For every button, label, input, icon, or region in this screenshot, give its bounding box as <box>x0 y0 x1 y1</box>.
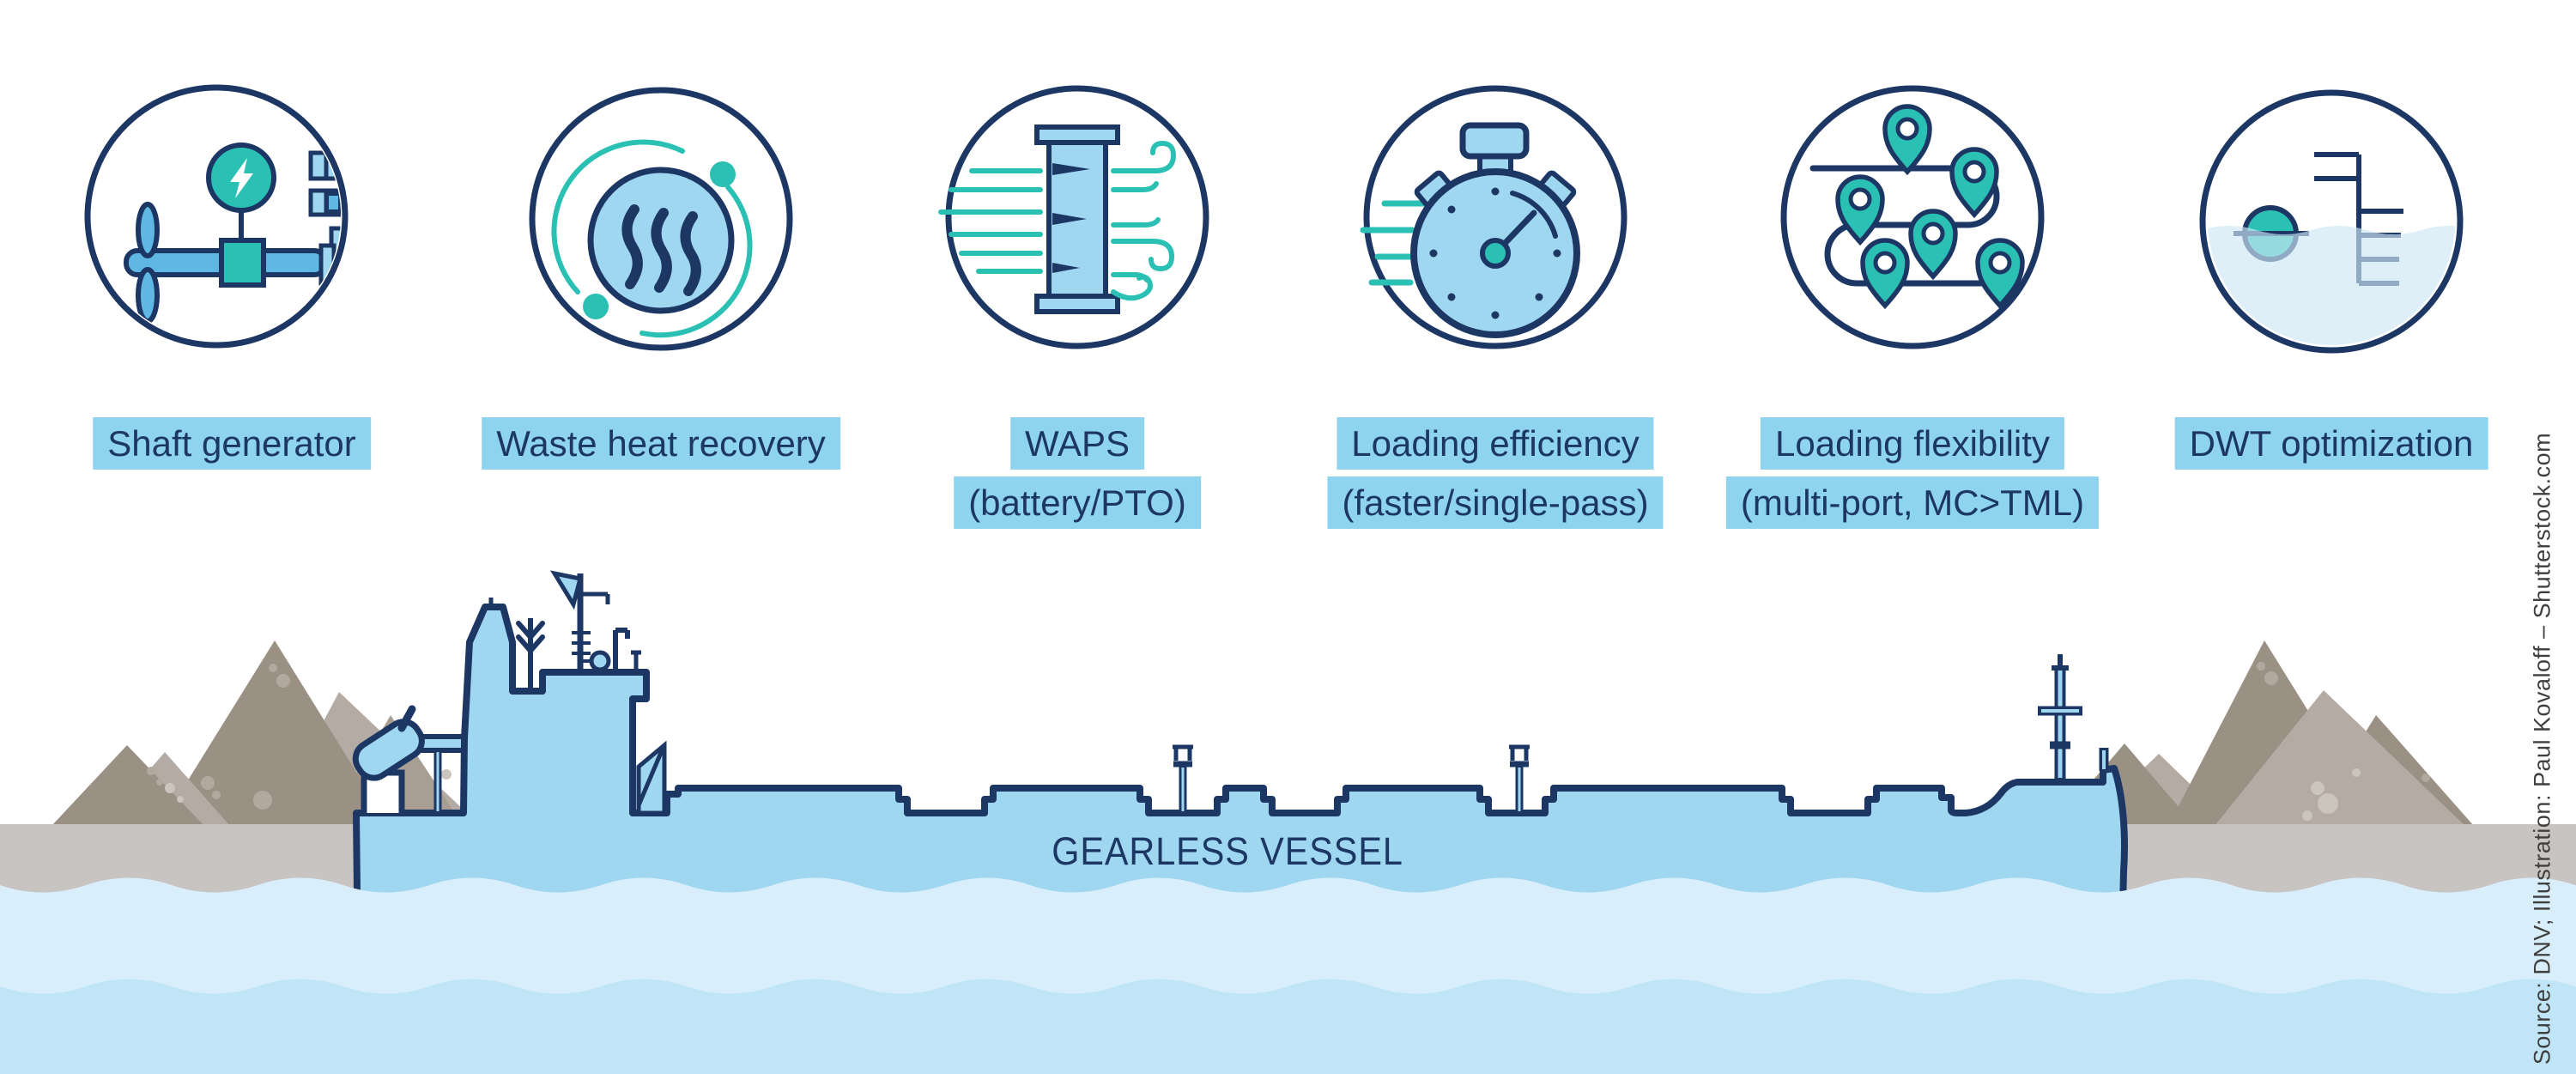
route-pins-icon <box>1780 85 2045 349</box>
gearless-vessel <box>352 570 2128 948</box>
vessel-name-label: GEARLESS VESSEL <box>1052 829 1403 873</box>
water-band-lower <box>0 979 2576 1074</box>
mountain-dark-large <box>160 640 390 826</box>
icon-circle <box>84 84 349 349</box>
feature-label: WAPS <box>1009 417 1145 470</box>
feature-loading-efficiency: Loading efficiency (faster/single-pass) <box>1327 417 1664 529</box>
feature-shaft-generator: Shaft generator <box>93 417 371 470</box>
recovery-orbit <box>551 139 753 338</box>
feature-waste-heat-recovery: Waste heat recovery <box>482 417 840 470</box>
arrow-mast-chevrons <box>516 621 545 653</box>
radar-flag <box>549 570 584 610</box>
mast-ladder <box>572 631 591 655</box>
wind-swirls-right <box>1111 141 1176 301</box>
gearbox <box>219 238 266 288</box>
ore-speckles <box>147 664 452 810</box>
feature-label: Loading efficiency <box>1336 417 1654 470</box>
feature-waps: WAPS (battery/PTO) <box>954 417 1201 529</box>
tick-dots <box>1429 187 1561 319</box>
provision-crane <box>636 740 667 816</box>
feature-sublabel: (multi-port, MC>TML) <box>1725 476 2100 529</box>
source-credit: Source: DNV; Illustration: Paul Kovaloff… <box>2529 432 2555 1065</box>
feature-dwt-optimization: DWT optimization <box>2174 417 2488 470</box>
crown-cap <box>1459 122 1530 160</box>
feature-label: DWT optimization <box>2174 417 2488 470</box>
stopwatch-icon <box>1360 85 1627 349</box>
bow-mast <box>2038 654 2109 782</box>
stopwatch <box>1410 122 1580 338</box>
feature-sublabel: (faster/single-pass) <box>1327 476 1664 529</box>
shaft-generator-icon <box>84 84 349 349</box>
steam-waves <box>621 204 701 296</box>
lightning-bolt-icon <box>230 158 253 198</box>
mountain-light-large <box>2215 690 2465 826</box>
freefall-lifeboat <box>352 719 425 781</box>
rotor-sail <box>1034 124 1120 314</box>
wind-lines-left <box>938 168 1043 274</box>
superstructure-masts <box>488 570 641 691</box>
map-pins <box>1838 106 2022 306</box>
deck-vent-mast-2 <box>1509 744 1530 813</box>
feature-label: Shaft generator <box>93 417 371 470</box>
hull-and-superstructure <box>353 604 2128 948</box>
rotor-sail-wind-icon <box>938 85 1209 349</box>
aft-post <box>631 650 641 672</box>
feature-label: Waste heat recovery <box>482 417 840 470</box>
draft-marks-buoy-icon <box>2199 89 2464 354</box>
deck-vent-mast-1 <box>1173 744 1193 813</box>
waste-heat-recovery-icon <box>529 87 793 351</box>
speed-lines <box>1360 200 1428 286</box>
feature-loading-flexibility: Loading flexibility (multi-port, MC>TML) <box>1725 417 2100 529</box>
feature-label: Loading flexibility <box>1761 417 2064 470</box>
propeller <box>136 202 160 324</box>
mast-ball <box>589 650 611 672</box>
feature-sublabel: (battery/PTO) <box>954 476 1201 529</box>
yard-arm <box>580 592 610 604</box>
dial-arc <box>1510 191 1558 239</box>
mountain-dark-small <box>52 745 204 826</box>
watch-center <box>1480 238 1511 269</box>
signal-mast <box>613 628 630 672</box>
lifeboat-antenna <box>397 705 416 732</box>
